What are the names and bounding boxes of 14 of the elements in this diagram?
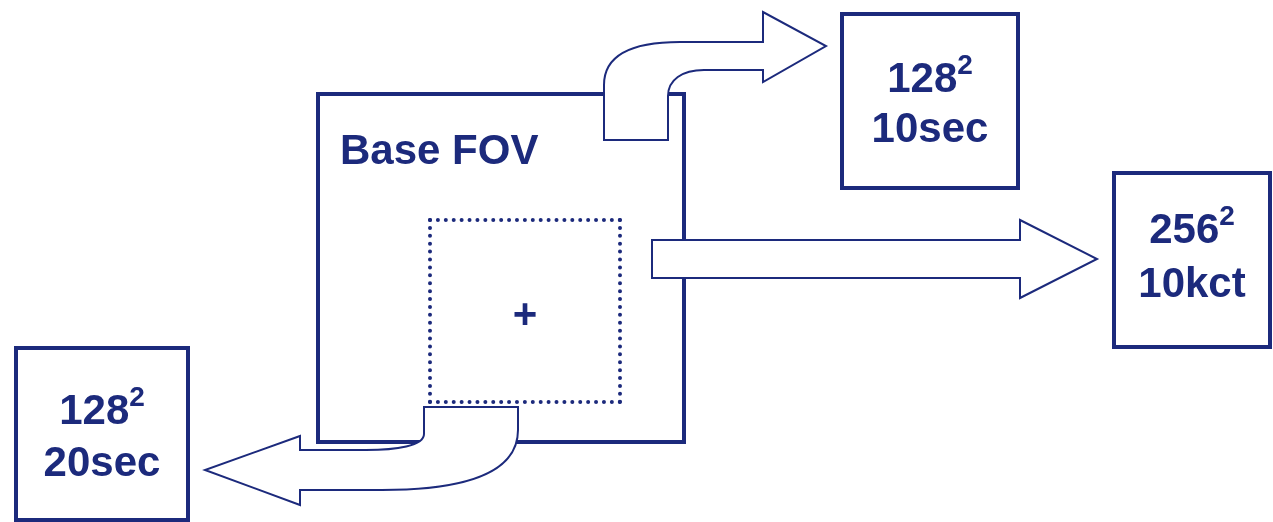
result-box: [1112, 171, 1272, 349]
box-label: 128$^{2}$: [58, 386, 146, 434]
result-box: [840, 12, 1020, 190]
box-label: 256$^{2}$: [1148, 205, 1236, 253]
block-arrow: [651, 218, 1100, 300]
plus-mark: +: [511, 290, 539, 338]
box-label: 20sec: [42, 438, 162, 486]
result-box: [14, 346, 190, 522]
block-arrow: [603, 11, 827, 141]
box-label: 10sec: [870, 104, 990, 152]
box-label: 10kct: [1137, 259, 1247, 307]
box-title: Base FOV: [340, 126, 539, 174]
block-arrow: [204, 406, 519, 506]
box-label: 128$^{2}$: [886, 54, 974, 102]
